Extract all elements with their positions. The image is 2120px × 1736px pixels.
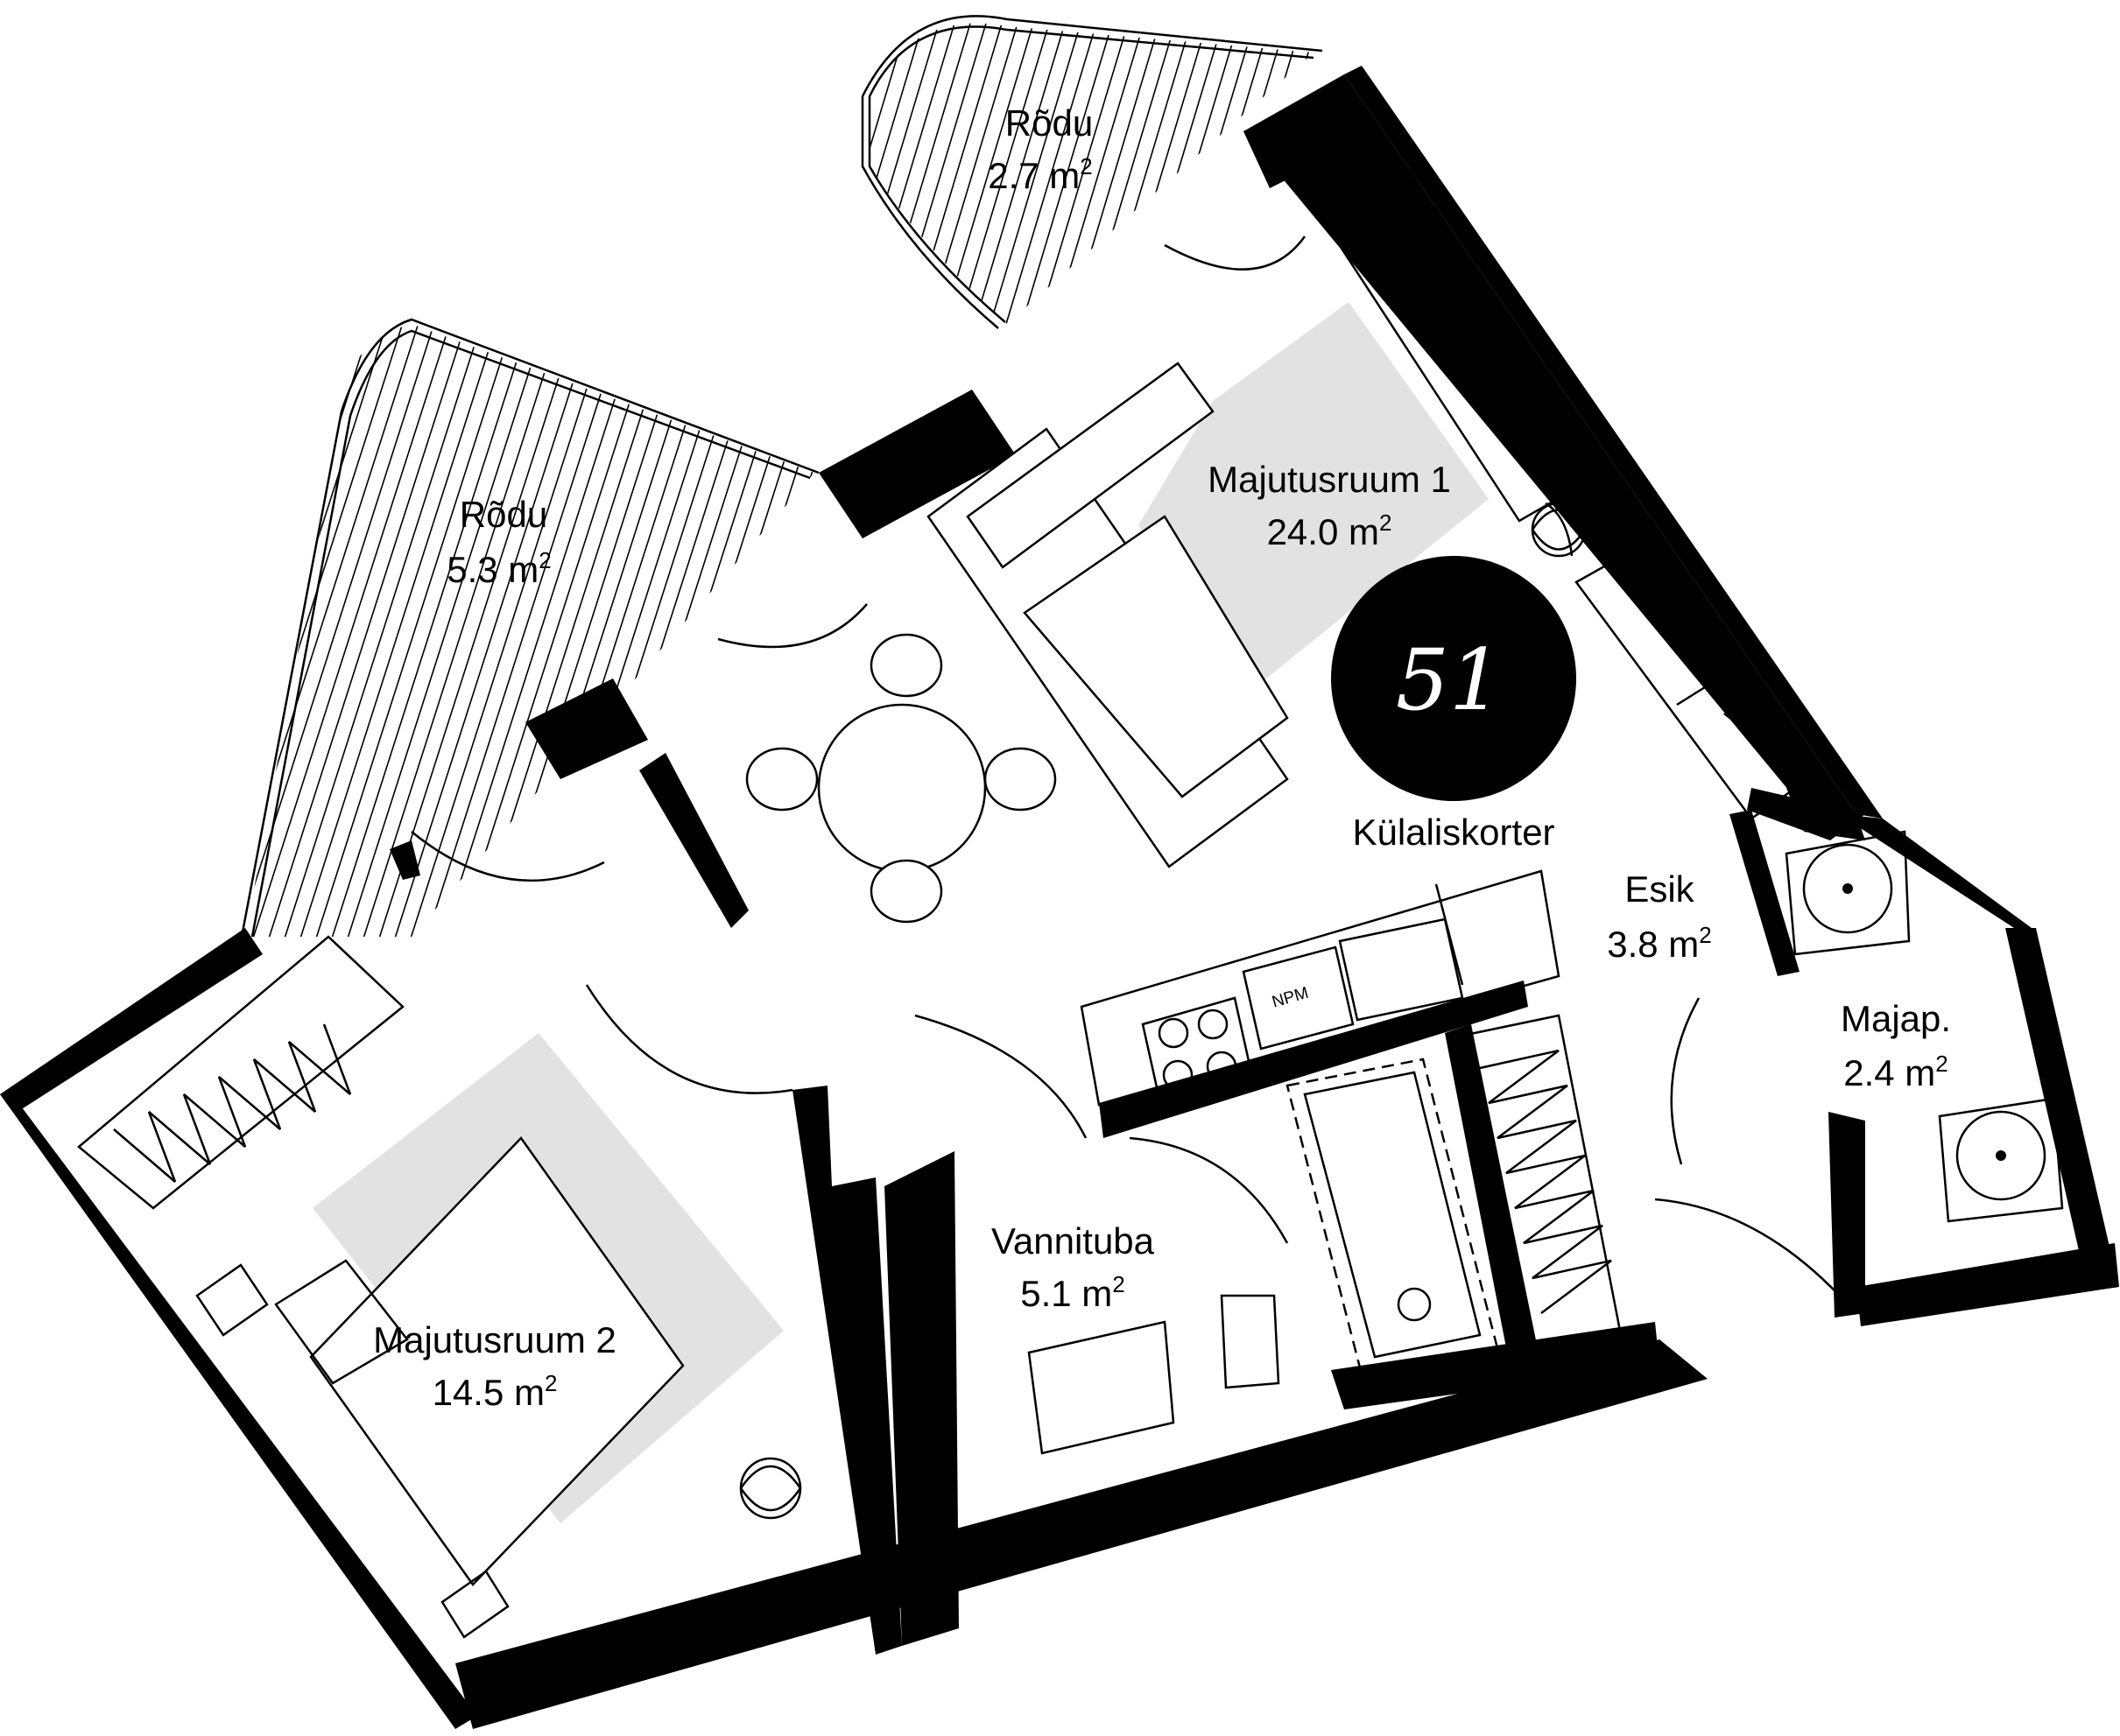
- balcony-hatch-line: [997, 23, 1104, 324]
- balcony-hatch-line: [1076, 23, 1183, 324]
- shelves: [1452, 1014, 1622, 1354]
- balcony-hatch-line: [982, 23, 1088, 324]
- balcony-hatch-line: [245, 324, 377, 937]
- balcony-hatch-line: [276, 324, 488, 937]
- room-name: Esik: [1624, 868, 1694, 910]
- room-label-majutusruum-1: Majutusruum 1 24.0 m2: [1208, 459, 1451, 552]
- room-area: 5.3 m2: [447, 547, 552, 590]
- room-area: 3.8 m2: [1607, 922, 1712, 965]
- room-name: Vannituba: [991, 1220, 1155, 1262]
- balcony-hatch-line: [497, 324, 708, 937]
- balcony-hatch-line: [870, 23, 962, 324]
- room-area: 2.7 m2: [988, 153, 1093, 196]
- balcony-hatch-line: [870, 23, 915, 324]
- room-name: Majutusruum 2: [373, 1319, 616, 1360]
- balcony-hatch-line: [245, 324, 456, 937]
- balcony-hatch-line: [323, 324, 535, 937]
- walls: [0, 66, 2119, 1729]
- wardrobe-living: [1321, 169, 1604, 523]
- balcony-hatch-line: [1123, 23, 1230, 324]
- balcony-hatch-line: [560, 324, 771, 937]
- balcony-hatch-line: [870, 23, 947, 324]
- balcony-hatch-line: [699, 0, 804, 350]
- room-name: Rõdu: [1005, 102, 1093, 144]
- balcony-hatch-line: [683, 0, 788, 350]
- room-name: Majutusruum 1: [1208, 459, 1451, 500]
- balcony-hatch-line: [245, 324, 346, 937]
- balcony-hatch-line: [9, 306, 219, 963]
- balcony-hatch-line: [1171, 23, 1278, 324]
- balcony-hatch-line: [966, 23, 1073, 324]
- balcony-hatch-line: [623, 324, 814, 937]
- balcony-hatch-line: [355, 324, 567, 937]
- balcony-hatch-line: [245, 324, 283, 937]
- balcony-hatch-line: [481, 324, 693, 937]
- room-area: 2.4 m2: [1843, 1051, 1948, 1093]
- balcony-hatch-line: [449, 324, 661, 937]
- balcony-hatch-line: [339, 324, 551, 937]
- room-label-majutusruum-2: Majutusruum 2 14.5 m2: [373, 1319, 616, 1413]
- room-label-rodu-2: Rõdu 5.3 m2: [447, 494, 552, 590]
- room-label-rodu-1: Rõdu 2.7 m2: [988, 102, 1093, 196]
- balcony-hatch-line: [512, 324, 724, 937]
- balcony-hatch-line: [433, 324, 645, 937]
- majap-fixtures: [1785, 830, 2064, 1223]
- room-area: 24.0 m2: [1267, 510, 1392, 552]
- balcony-hatch-line: [1013, 23, 1120, 324]
- sofa: [926, 362, 1289, 868]
- balcony-hatch-line: [762, 0, 867, 350]
- balcony-hatch-line: [386, 324, 598, 937]
- balcony-hatch-line: [418, 324, 630, 937]
- bathroom-fixtures: [1027, 1058, 1499, 1455]
- npm-label: NPM: [1270, 984, 1310, 1012]
- balcony-hatch-line: [870, 23, 931, 324]
- room-label-majap: Majap. 2.4 m2: [1841, 998, 1951, 1093]
- bedroom-furniture: [195, 1136, 802, 1639]
- balcony-hatch-line: [638, 324, 814, 937]
- rug-living: [1138, 302, 1489, 683]
- door-swings: [411, 235, 1849, 1305]
- balcony-hatch-line: [746, 0, 851, 350]
- balcony-hatch-line: [715, 0, 820, 350]
- balcony-left: [9, 306, 820, 963]
- room-name: Rõdu: [460, 494, 547, 535]
- dining-set: [745, 633, 1057, 924]
- balcony-hatch-line: [307, 324, 519, 937]
- balcony-hatch-line: [245, 324, 409, 937]
- balcony-hatch-line: [260, 324, 472, 937]
- balcony-hatch-line: [465, 324, 677, 937]
- balcony-hatch-line: [654, 324, 814, 937]
- balcony-hatch-line: [1092, 23, 1199, 324]
- balcony-hatch-line: [245, 324, 251, 937]
- balcony-hatch-line: [245, 324, 314, 937]
- balcony-hatch-line: [25, 306, 235, 963]
- apartment-badge: 51 Külaliskorter: [1331, 556, 1576, 853]
- room-label-vannituba: Vannituba 5.1 m2: [991, 1220, 1155, 1314]
- kitchen-corner: [1574, 541, 1823, 820]
- plant-living: [1531, 502, 1587, 558]
- balcony-hatch-line: [245, 324, 330, 937]
- balcony-hatch-line: [575, 324, 787, 937]
- room-label-esik: Esik 3.8 m2: [1607, 868, 1712, 965]
- apartment-number: 51: [1396, 631, 1503, 729]
- balcony-hatch-line: [871, 23, 978, 324]
- room-name: Majap.: [1841, 998, 1951, 1039]
- room-area: 5.1 m2: [1020, 1271, 1125, 1314]
- balcony-hatch-line: [245, 324, 440, 937]
- room-area: 14.5 m2: [433, 1370, 558, 1413]
- balcony-hatch-line: [402, 324, 614, 937]
- kitchen-counter: [1080, 869, 1560, 1107]
- balcony-hatch-line: [870, 23, 899, 324]
- balcony-hatch-line: [730, 0, 835, 350]
- balcony-hatch-line: [245, 324, 267, 937]
- balcony-hatch-line: [245, 324, 425, 937]
- bedroom-wardrobe: [77, 935, 405, 1210]
- balcony-hatch-line: [1155, 23, 1262, 324]
- apartment-label: Külaliskorter: [1352, 812, 1554, 853]
- balcony-hatch-line: [1139, 23, 1246, 324]
- balcony-hatch-line: [245, 324, 393, 937]
- balcony-hatch-line: [292, 324, 504, 937]
- balcony-hatch-line: [1108, 23, 1215, 324]
